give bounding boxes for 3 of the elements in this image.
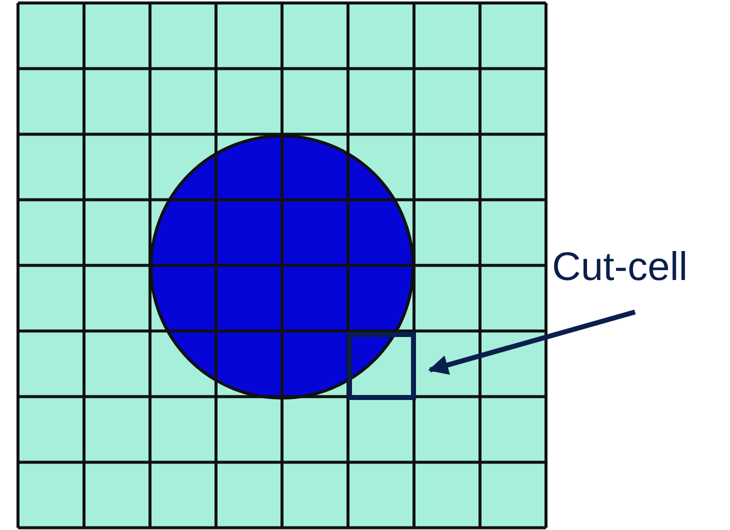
callout-label: Cut-cell: [552, 244, 718, 296]
highlighted-cell: [347, 332, 416, 400]
arrow: [428, 310, 636, 375]
